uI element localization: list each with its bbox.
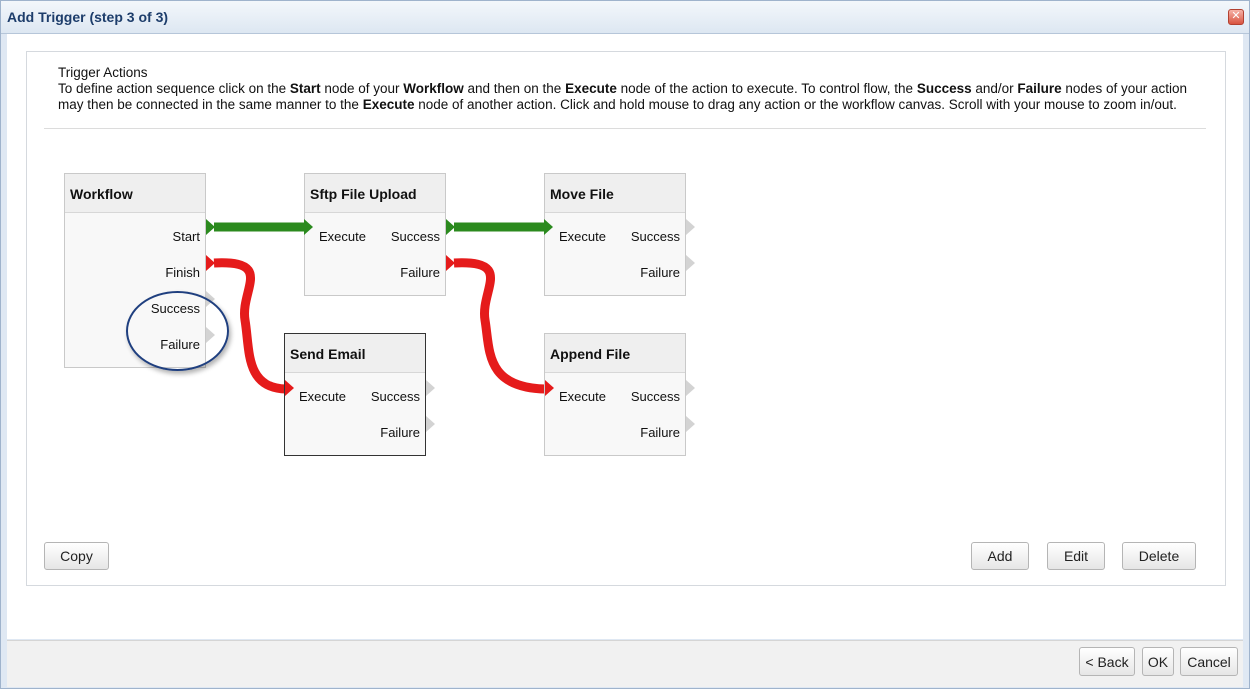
port-label-failure: Failure: [400, 265, 440, 280]
port-label-execute: Execute: [319, 229, 366, 244]
instructions-bold: Execute: [565, 81, 617, 96]
delete-button[interactable]: Delete: [1122, 542, 1196, 570]
instructions-part: To define action sequence click on the: [58, 81, 290, 96]
port-label-execute: Execute: [299, 389, 346, 404]
node-title: Move File: [545, 174, 685, 213]
copy-button[interactable]: Copy: [44, 542, 109, 570]
port-move-success[interactable]: [686, 219, 695, 235]
node-sftp-file-upload[interactable]: Sftp File Upload Execute Success Failure: [304, 173, 446, 296]
port-workflow-finish[interactable]: [206, 255, 215, 271]
instructions-divider: [44, 128, 1206, 129]
port-label-execute: Execute: [559, 229, 606, 244]
instructions-bold: Execute: [362, 97, 415, 112]
node-title: Send Email: [285, 334, 425, 373]
instructions-part: node of the action to execute. To contro…: [616, 81, 917, 96]
annotation-circle: [126, 291, 229, 371]
port-label-finish: Finish: [165, 265, 200, 280]
instructions-bold: Workflow: [403, 81, 464, 96]
instructions-part: node of your: [320, 81, 404, 96]
instructions-bold: Failure: [1017, 81, 1062, 96]
port-sftp-success[interactable]: [446, 219, 455, 235]
port-label-failure: Failure: [640, 425, 680, 440]
port-move-execute[interactable]: [544, 219, 553, 235]
instructions-bold: Start: [289, 81, 321, 96]
back-button[interactable]: < Back: [1079, 647, 1135, 676]
port-sftp-execute[interactable]: [304, 219, 313, 235]
cancel-button[interactable]: Cancel: [1180, 647, 1238, 676]
port-label-start: Start: [172, 229, 200, 244]
close-icon[interactable]: ✕: [1228, 9, 1244, 25]
node-title: Sftp File Upload: [305, 174, 445, 213]
port-label-success: Success: [370, 389, 420, 404]
instructions-part: nodes of your action may then be connect…: [58, 81, 1187, 112]
node-send-email[interactable]: Send Email Execute Success Failure: [284, 333, 426, 456]
port-workflow-start[interactable]: [206, 219, 215, 235]
port-label-success: Success: [630, 229, 680, 244]
node-move-file[interactable]: Move File Execute Success Failure: [544, 173, 686, 296]
node-title: Append File: [545, 334, 685, 373]
port-append-execute[interactable]: [545, 380, 554, 396]
instructions-heading: Trigger Actions: [58, 65, 148, 80]
dialog-footer: [7, 640, 1243, 687]
port-sftp-failure[interactable]: [446, 255, 455, 271]
node-append-file[interactable]: Append File Execute Success Failure: [544, 333, 686, 456]
instructions-bold: Success: [916, 81, 972, 96]
instructions-text: Trigger Actions To define action sequenc…: [58, 65, 1198, 113]
ok-button[interactable]: OK: [1142, 647, 1174, 676]
port-label-failure: Failure: [640, 265, 680, 280]
port-label-success: Success: [630, 389, 680, 404]
port-email-execute[interactable]: [285, 380, 294, 396]
port-email-success[interactable]: [426, 380, 435, 396]
port-label-failure: Failure: [380, 425, 420, 440]
port-workflow-success[interactable]: [206, 291, 215, 307]
port-email-failure[interactable]: [426, 416, 435, 432]
edit-button[interactable]: Edit: [1047, 542, 1105, 570]
add-button[interactable]: Add: [971, 542, 1029, 570]
instructions-part: node of another action. Click and hold m…: [414, 97, 1177, 112]
dialog-titlebar[interactable]: Add Trigger (step 3 of 3) ✕: [1, 1, 1249, 34]
port-label-success: Success: [390, 229, 440, 244]
port-move-failure[interactable]: [686, 255, 695, 271]
port-append-success[interactable]: [686, 380, 695, 396]
port-label-execute: Execute: [559, 389, 606, 404]
dialog-title: Add Trigger (step 3 of 3): [7, 9, 169, 25]
port-append-failure[interactable]: [686, 416, 695, 432]
instructions-part: and/or: [971, 81, 1018, 96]
instructions-part: and then on the: [463, 81, 566, 96]
node-title: Workflow: [65, 174, 205, 213]
